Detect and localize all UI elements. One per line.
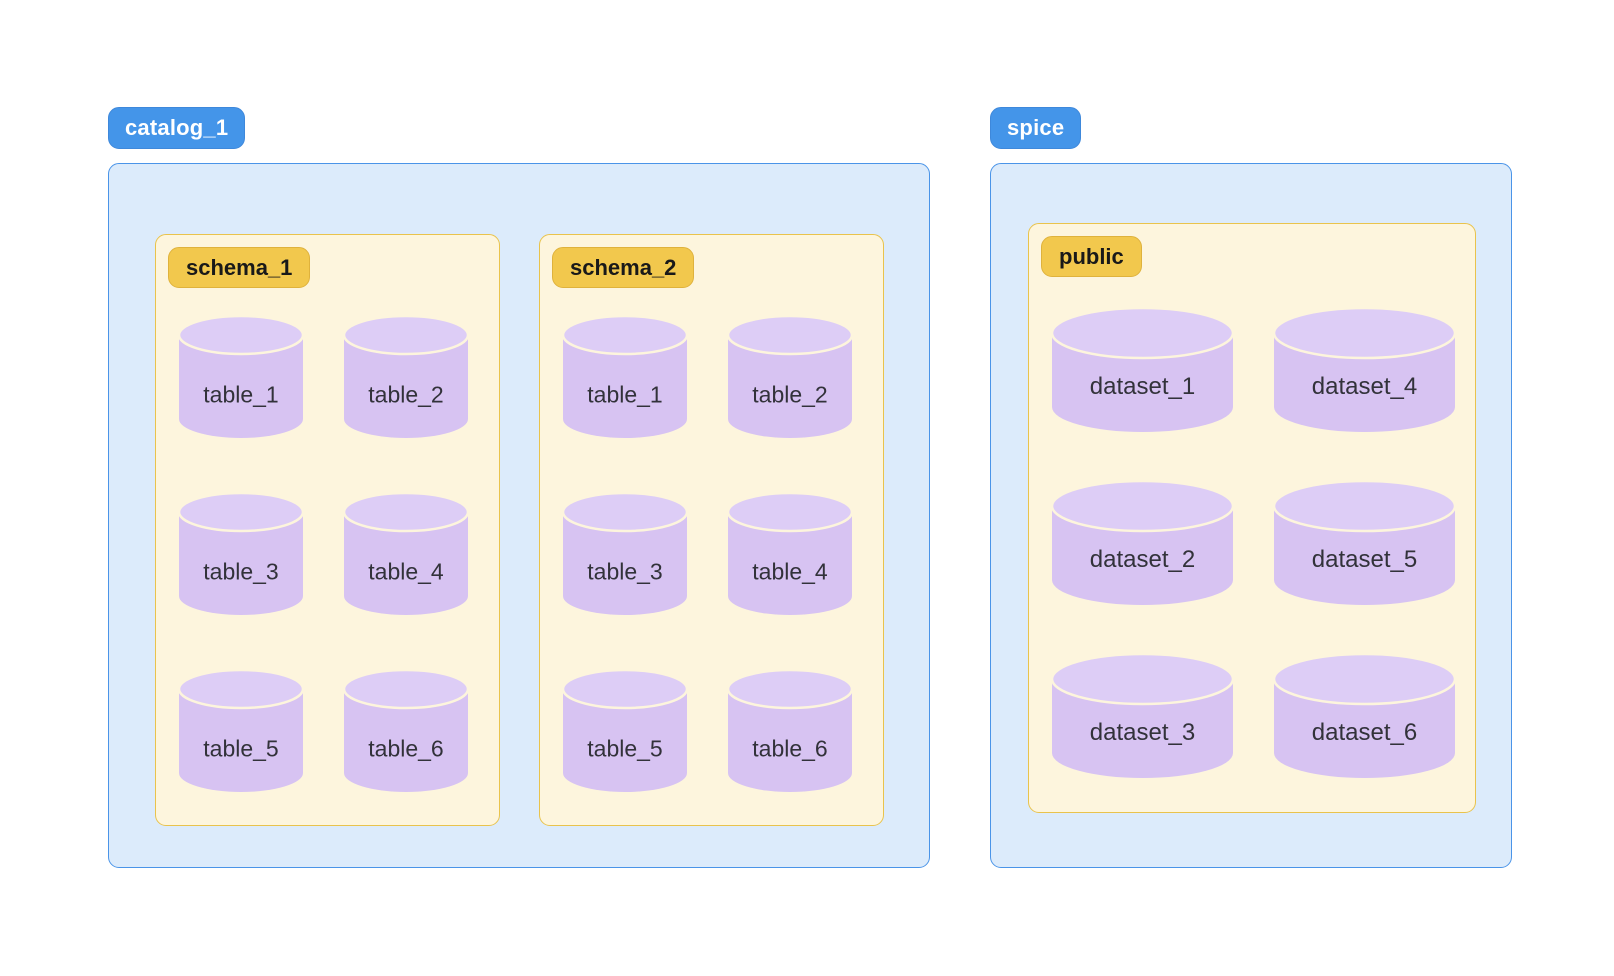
schema-label-public: public [1041, 236, 1142, 277]
table-cylinder: table_4 [726, 491, 854, 617]
table-grid-schema-2: table_1 table_2 table_3 table_4 table_5 [561, 314, 854, 794]
catalog-label-catalog-1: catalog_1 [108, 107, 246, 149]
database-cylinder-icon [1272, 479, 1457, 605]
dataset-cylinder: dataset_5 [1272, 479, 1457, 608]
dataset-name: dataset_1 [1089, 373, 1196, 400]
dataset-cylinder: dataset_4 [1272, 306, 1457, 435]
dataset-name: dataset_4 [1311, 373, 1418, 400]
schema-box-public: public dataset_1 dataset_2 dataset_3 dat… [1028, 223, 1476, 813]
dataset-name: dataset_5 [1311, 546, 1418, 573]
database-cylinder-icon [342, 668, 470, 792]
table-cylinder: table_1 [561, 314, 689, 440]
table-name: table_2 [752, 381, 828, 408]
table-cylinder: table_1 [177, 314, 305, 440]
schema-label-schema-1: schema_1 [168, 247, 311, 288]
dataset-cylinder: dataset_6 [1272, 652, 1457, 781]
table-name: table_3 [587, 558, 663, 585]
table-cylinder: table_3 [561, 491, 689, 617]
database-cylinder-icon [726, 668, 854, 792]
table-name: table_2 [368, 381, 444, 408]
table-cylinder: table_5 [177, 668, 305, 794]
dataset-cylinder: dataset_1 [1050, 306, 1235, 435]
dataset-name: dataset_6 [1311, 719, 1418, 746]
table-cylinder: table_3 [177, 491, 305, 617]
database-cylinder-icon [726, 314, 854, 438]
database-cylinder-icon [561, 491, 689, 615]
catalog-container-spice: public dataset_1 dataset_2 dataset_3 dat… [990, 163, 1512, 868]
table-name: table_5 [203, 735, 279, 762]
database-cylinder-icon [342, 314, 470, 438]
table-name: table_3 [203, 558, 279, 585]
database-cylinder-icon [177, 314, 305, 438]
catalog-label-spice: spice [990, 107, 1082, 149]
dataset-name: dataset_2 [1089, 546, 1196, 573]
database-cylinder-icon [177, 491, 305, 615]
table-grid-schema-1: table_1 table_2 table_3 table_4 table_5 [177, 314, 470, 794]
table-cylinder: table_6 [342, 668, 470, 794]
table-name: table_4 [368, 558, 444, 585]
database-cylinder-icon [177, 668, 305, 792]
database-cylinder-icon [1050, 479, 1235, 605]
table-name: table_5 [587, 735, 663, 762]
table-cylinder: table_5 [561, 668, 689, 794]
dataset-grid-public: dataset_1 dataset_2 dataset_3 dataset_4 … [1050, 306, 1457, 781]
dataset-cylinder: dataset_2 [1050, 479, 1235, 608]
table-name: table_4 [752, 558, 828, 585]
dataset-name: dataset_3 [1089, 719, 1196, 746]
table-cylinder: table_2 [342, 314, 470, 440]
table-name: table_6 [752, 735, 828, 762]
database-cylinder-icon [1050, 652, 1235, 778]
database-cylinder-icon [1272, 652, 1457, 778]
database-cylinder-icon [561, 314, 689, 438]
database-cylinder-icon [726, 491, 854, 615]
table-name: table_1 [587, 381, 663, 408]
database-cylinder-icon [561, 668, 689, 792]
table-cylinder: table_2 [726, 314, 854, 440]
database-cylinder-icon [1050, 306, 1235, 432]
database-cylinder-icon [1272, 306, 1457, 432]
table-name: table_6 [368, 735, 444, 762]
table-cylinder: table_4 [342, 491, 470, 617]
table-name: table_1 [203, 381, 279, 408]
catalog-container-catalog-1: schema_1 table_1 table_2 table_3 table_4 [108, 163, 930, 868]
schema-box-schema-1: schema_1 table_1 table_2 table_3 table_4 [155, 234, 500, 826]
schema-label-schema-2: schema_2 [552, 247, 695, 288]
dataset-cylinder: dataset_3 [1050, 652, 1235, 781]
schema-box-schema-2: schema_2 table_1 table_2 table_3 table_4 [539, 234, 884, 826]
table-cylinder: table_6 [726, 668, 854, 794]
database-cylinder-icon [342, 491, 470, 615]
